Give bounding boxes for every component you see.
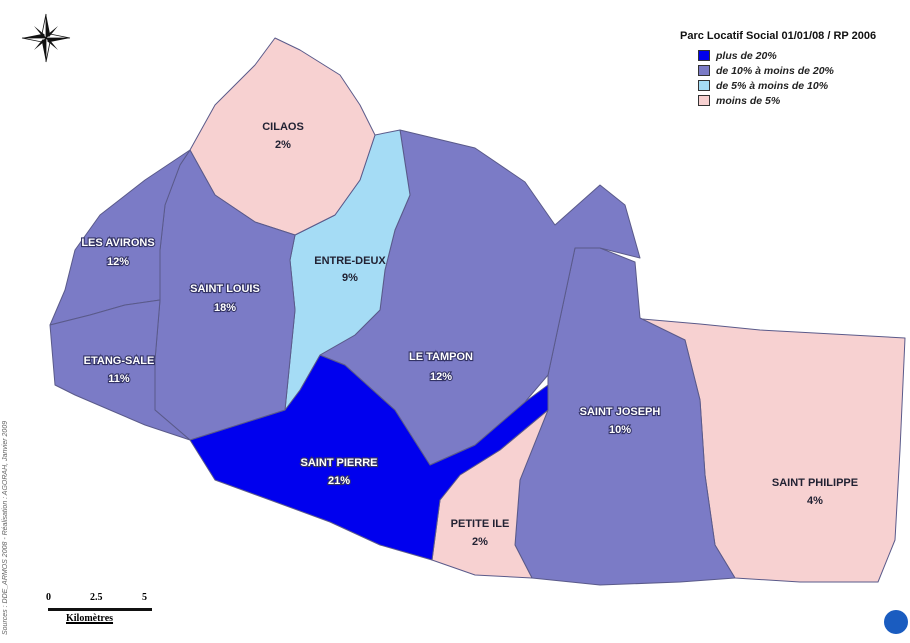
label-saint-pierre-pct: 21%: [328, 475, 350, 487]
label-saint-pierre-name: SAINT PIERRE: [300, 457, 377, 469]
legend-item: de 5% à moins de 10%: [698, 78, 900, 93]
legend-item: moins de 5%: [698, 93, 900, 108]
logo-icon: [884, 610, 908, 634]
label-cilaos-pct: 2%: [275, 139, 291, 151]
label-le-tampon-name: LE TAMPON: [409, 351, 473, 363]
scale-line: [48, 608, 152, 611]
scale-unit: Kilomètres: [66, 613, 114, 624]
sources-note: Sources : DDE_ARMOS 2008 - Réalisation :…: [2, 420, 9, 635]
label-le-tampon-pct: 12%: [430, 371, 452, 383]
label-petite-ile-pct: 2%: [472, 536, 488, 548]
label-saint-philippe-name: SAINT PHILIPPE: [772, 477, 858, 489]
legend-label: moins de 5%: [716, 94, 781, 107]
label-etang-sale-name: ETANG-SALE: [84, 355, 155, 367]
label-petite-ile-name: PETITE ILE: [451, 518, 510, 530]
legend-swatch: [698, 65, 710, 76]
label-entre-deux-pct: 9%: [342, 272, 358, 284]
compass-rose-icon: [21, 13, 71, 63]
scale-tick: 5: [142, 592, 147, 603]
scale-bar: 0 2.5 5 Kilomètres: [40, 592, 170, 632]
scale-tick: 0: [46, 592, 51, 603]
legend-item: plus de 20%: [698, 48, 900, 63]
legend-label: de 10% à moins de 20%: [716, 64, 834, 77]
label-entre-deux-name: ENTRE-DEUX: [314, 255, 386, 267]
label-saint-louis-pct: 18%: [214, 302, 236, 314]
label-cilaos-name: CILAOS: [262, 121, 304, 133]
label-saint-philippe-pct: 4%: [807, 495, 823, 507]
legend-title: Parc Locatif Social 01/01/08 / RP 2006: [680, 30, 877, 42]
label-les-avirons-name: LES AVIRONS: [81, 237, 154, 249]
label-etang-sale-pct: 11%: [108, 373, 130, 385]
legend-swatch: [698, 50, 710, 61]
legend-swatch: [698, 80, 710, 91]
label-saint-joseph-pct: 10%: [609, 424, 631, 436]
legend-label: plus de 20%: [716, 49, 777, 62]
label-les-avirons-pct: 12%: [107, 256, 129, 268]
label-saint-louis-name: SAINT LOUIS: [190, 283, 260, 295]
label-saint-joseph-name: SAINT JOSEPH: [580, 406, 661, 418]
legend: Parc Locatif Social 01/01/08 / RP 2006 p…: [680, 30, 900, 108]
legend-item: de 10% à moins de 20%: [698, 63, 900, 78]
legend-label: de 5% à moins de 10%: [716, 79, 829, 92]
scale-tick: 2.5: [90, 592, 103, 603]
commune-etang-sale[interactable]: [49, 299, 191, 441]
legend-swatch: [698, 95, 710, 106]
